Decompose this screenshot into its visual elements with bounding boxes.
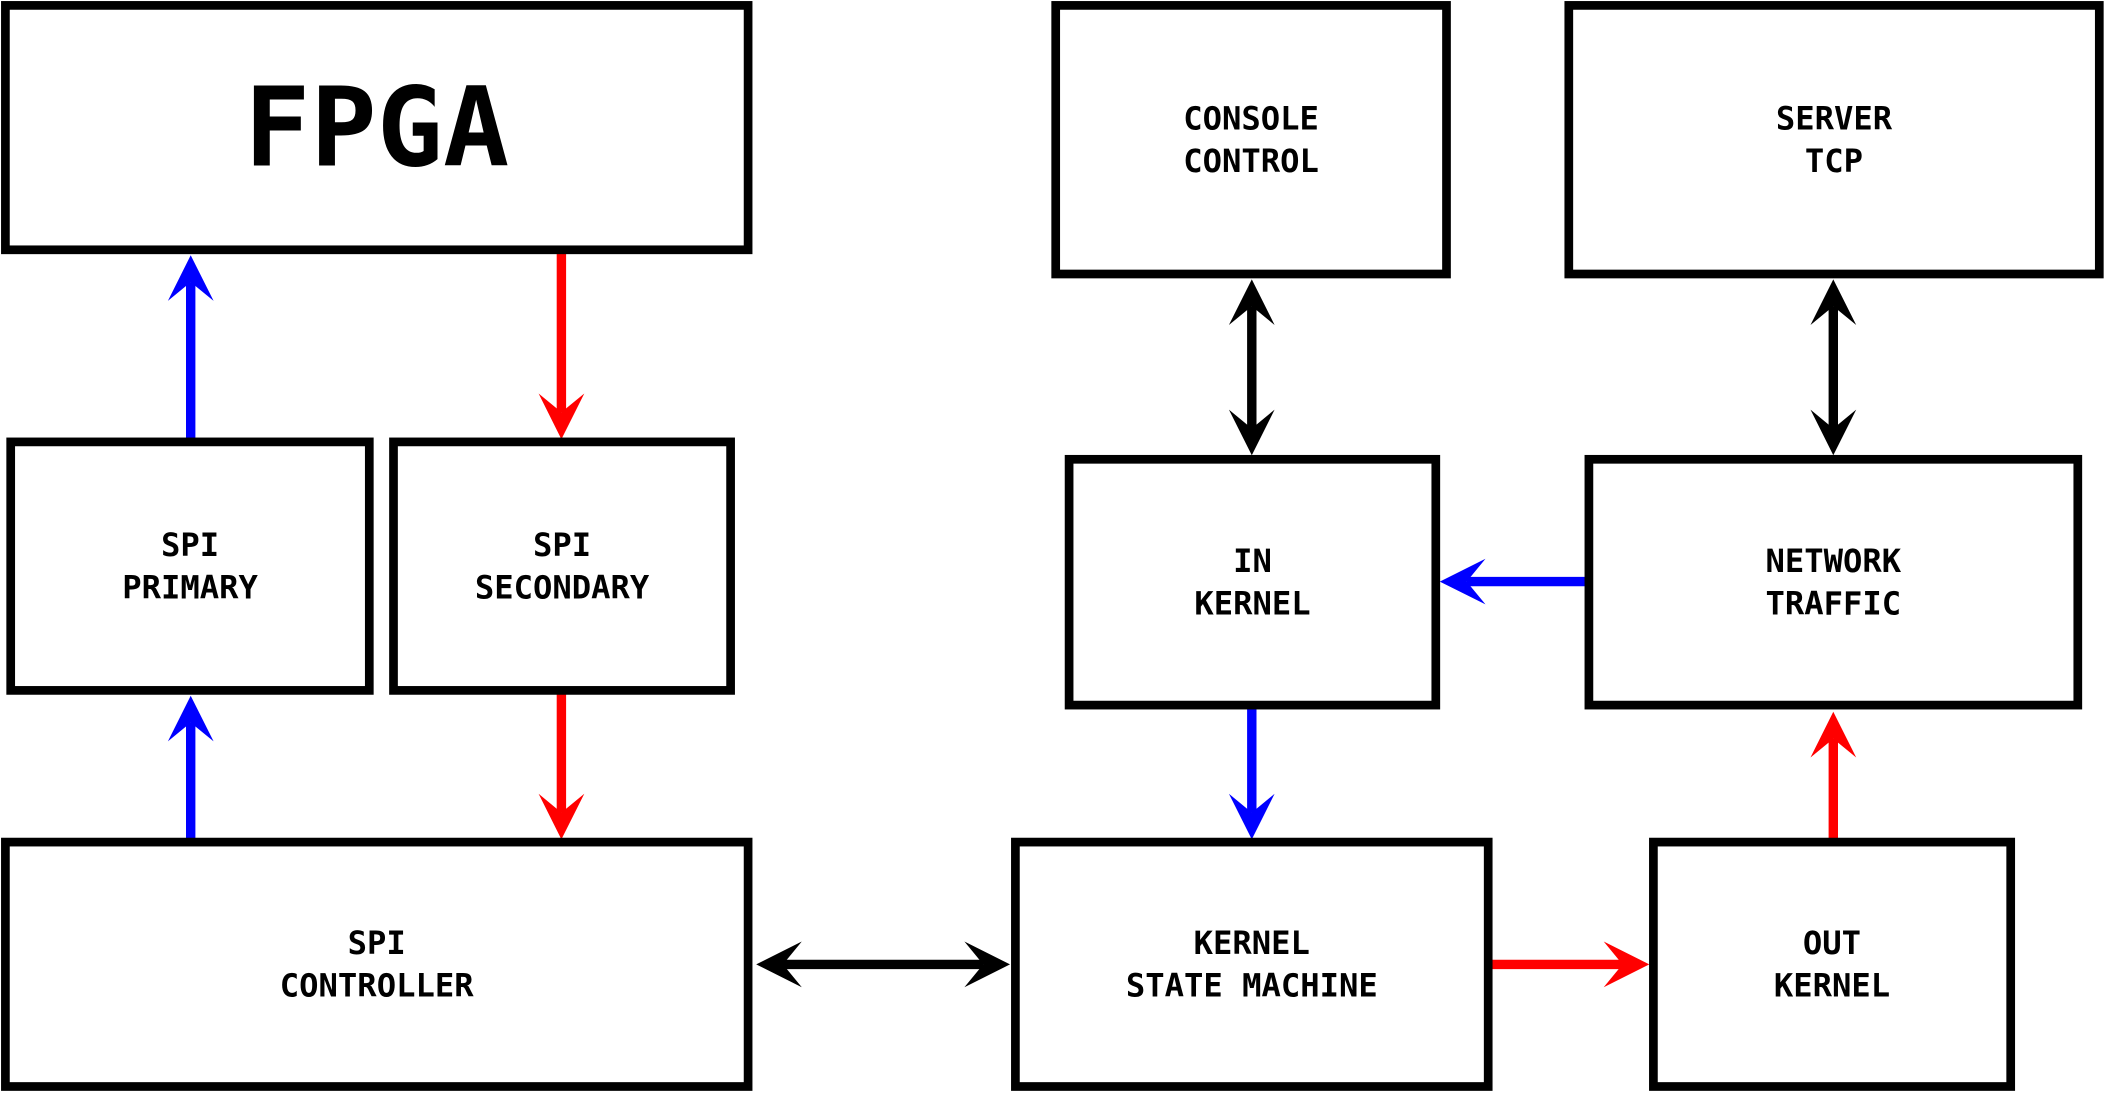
block-spi-primary-label-line: PRIMARY xyxy=(122,568,258,606)
block-kernel-state-machine-frame xyxy=(1011,837,1493,1091)
arrowhead xyxy=(1810,711,1857,758)
block-spi-primary: SPI PRIMARY xyxy=(6,437,374,695)
connector-spi-controller-to-kernel-state-machine xyxy=(756,941,1010,988)
connector-network-traffic-to-in-kernel xyxy=(1439,558,1588,605)
arrowhead xyxy=(538,393,585,440)
connector-in-kernel-to-kernel-state-machine xyxy=(1228,707,1275,840)
arrowhead xyxy=(1228,279,1275,325)
block-spi-primary-label-line: SPI xyxy=(161,526,219,564)
block-server-tcp-label-line: TCP xyxy=(1805,142,1863,180)
connector-server-tcp-to-network-traffic xyxy=(1810,279,1857,456)
block-network-traffic: NETWORK TRAFFIC xyxy=(1584,454,2083,710)
block-spi-controller: SPI CONTROLLER xyxy=(1,837,753,1091)
block-console-control-label-line: CONSOLE xyxy=(1183,99,1319,137)
block-out-kernel-label-line: KERNEL xyxy=(1774,967,1890,1005)
arrowhead xyxy=(167,255,214,301)
connector-spi-primary-to-fpga xyxy=(167,255,214,440)
block-out-kernel-frame xyxy=(1649,837,2016,1091)
block-spi-controller-frame xyxy=(1,837,753,1091)
block-server-tcp-label-line: SERVER xyxy=(1776,99,1893,137)
block-in-kernel-label-line: KERNEL xyxy=(1194,585,1310,623)
arrowhead xyxy=(1439,558,1486,605)
block-network-traffic-label-line: TRAFFIC xyxy=(1765,585,1901,623)
connector-layer xyxy=(167,252,1857,988)
block-spi-controller-label-line: SPI xyxy=(348,924,406,962)
block-spi-secondary: SPI SECONDARY xyxy=(389,437,735,695)
block-console-control-label-line: CONTROL xyxy=(1183,142,1319,180)
block-spi-secondary-frame xyxy=(389,437,735,695)
block-spi-primary-frame xyxy=(6,437,374,695)
arrowhead xyxy=(167,695,214,742)
arrowhead xyxy=(1603,941,1650,988)
block-spi-secondary-label-line: SPI xyxy=(533,526,591,564)
block-in-kernel-frame xyxy=(1064,454,1441,710)
connector-spi-controller-to-spi-primary xyxy=(167,695,214,840)
block-out-kernel-label-line: OUT xyxy=(1803,924,1861,962)
arrowhead xyxy=(964,941,1010,988)
block-network-traffic-frame xyxy=(1584,454,2083,710)
block-spi-secondary-label-line: SECONDARY xyxy=(475,568,650,606)
block-fpga-frame xyxy=(1,1,753,255)
block-fpga-label-line: FPGA xyxy=(244,64,509,192)
block-network-traffic-label-line: NETWORK xyxy=(1765,542,1901,580)
block-in-kernel: IN KERNEL xyxy=(1064,454,1441,710)
connector-kernel-state-machine-to-out-kernel xyxy=(1490,941,1650,988)
connector-spi-secondary-to-spi-controller xyxy=(538,691,585,840)
arrowhead xyxy=(1810,409,1857,456)
arrowhead xyxy=(1228,793,1275,840)
connector-out-kernel-to-network-traffic xyxy=(1810,711,1857,840)
arrowhead xyxy=(1810,279,1857,325)
arrowhead xyxy=(1228,409,1275,456)
block-spi-controller-label-line: CONTROLLER xyxy=(280,967,474,1005)
block-server-tcp: SERVER TCP xyxy=(1564,1,2104,279)
connector-console-control-to-in-kernel xyxy=(1228,279,1275,456)
block-in-kernel-label-line: IN xyxy=(1233,542,1272,580)
block-server-tcp-frame xyxy=(1564,1,2104,279)
connector-fpga-to-spi-secondary xyxy=(538,252,585,440)
block-out-kernel: OUT KERNEL xyxy=(1649,837,2016,1091)
block-kernel-state-machine-label-line: KERNEL xyxy=(1194,924,1310,962)
block-console-control: CONSOLE CONTROL xyxy=(1051,1,1451,279)
block-kernel-state-machine-label-line: STATE MACHINE xyxy=(1126,967,1378,1005)
arrowhead xyxy=(756,941,802,988)
block-fpga: FPGA xyxy=(1,1,753,255)
block-console-control-frame xyxy=(1051,1,1451,279)
block-kernel-state-machine: KERNEL STATE MACHINE xyxy=(1011,837,1493,1091)
arrowhead xyxy=(538,793,585,840)
